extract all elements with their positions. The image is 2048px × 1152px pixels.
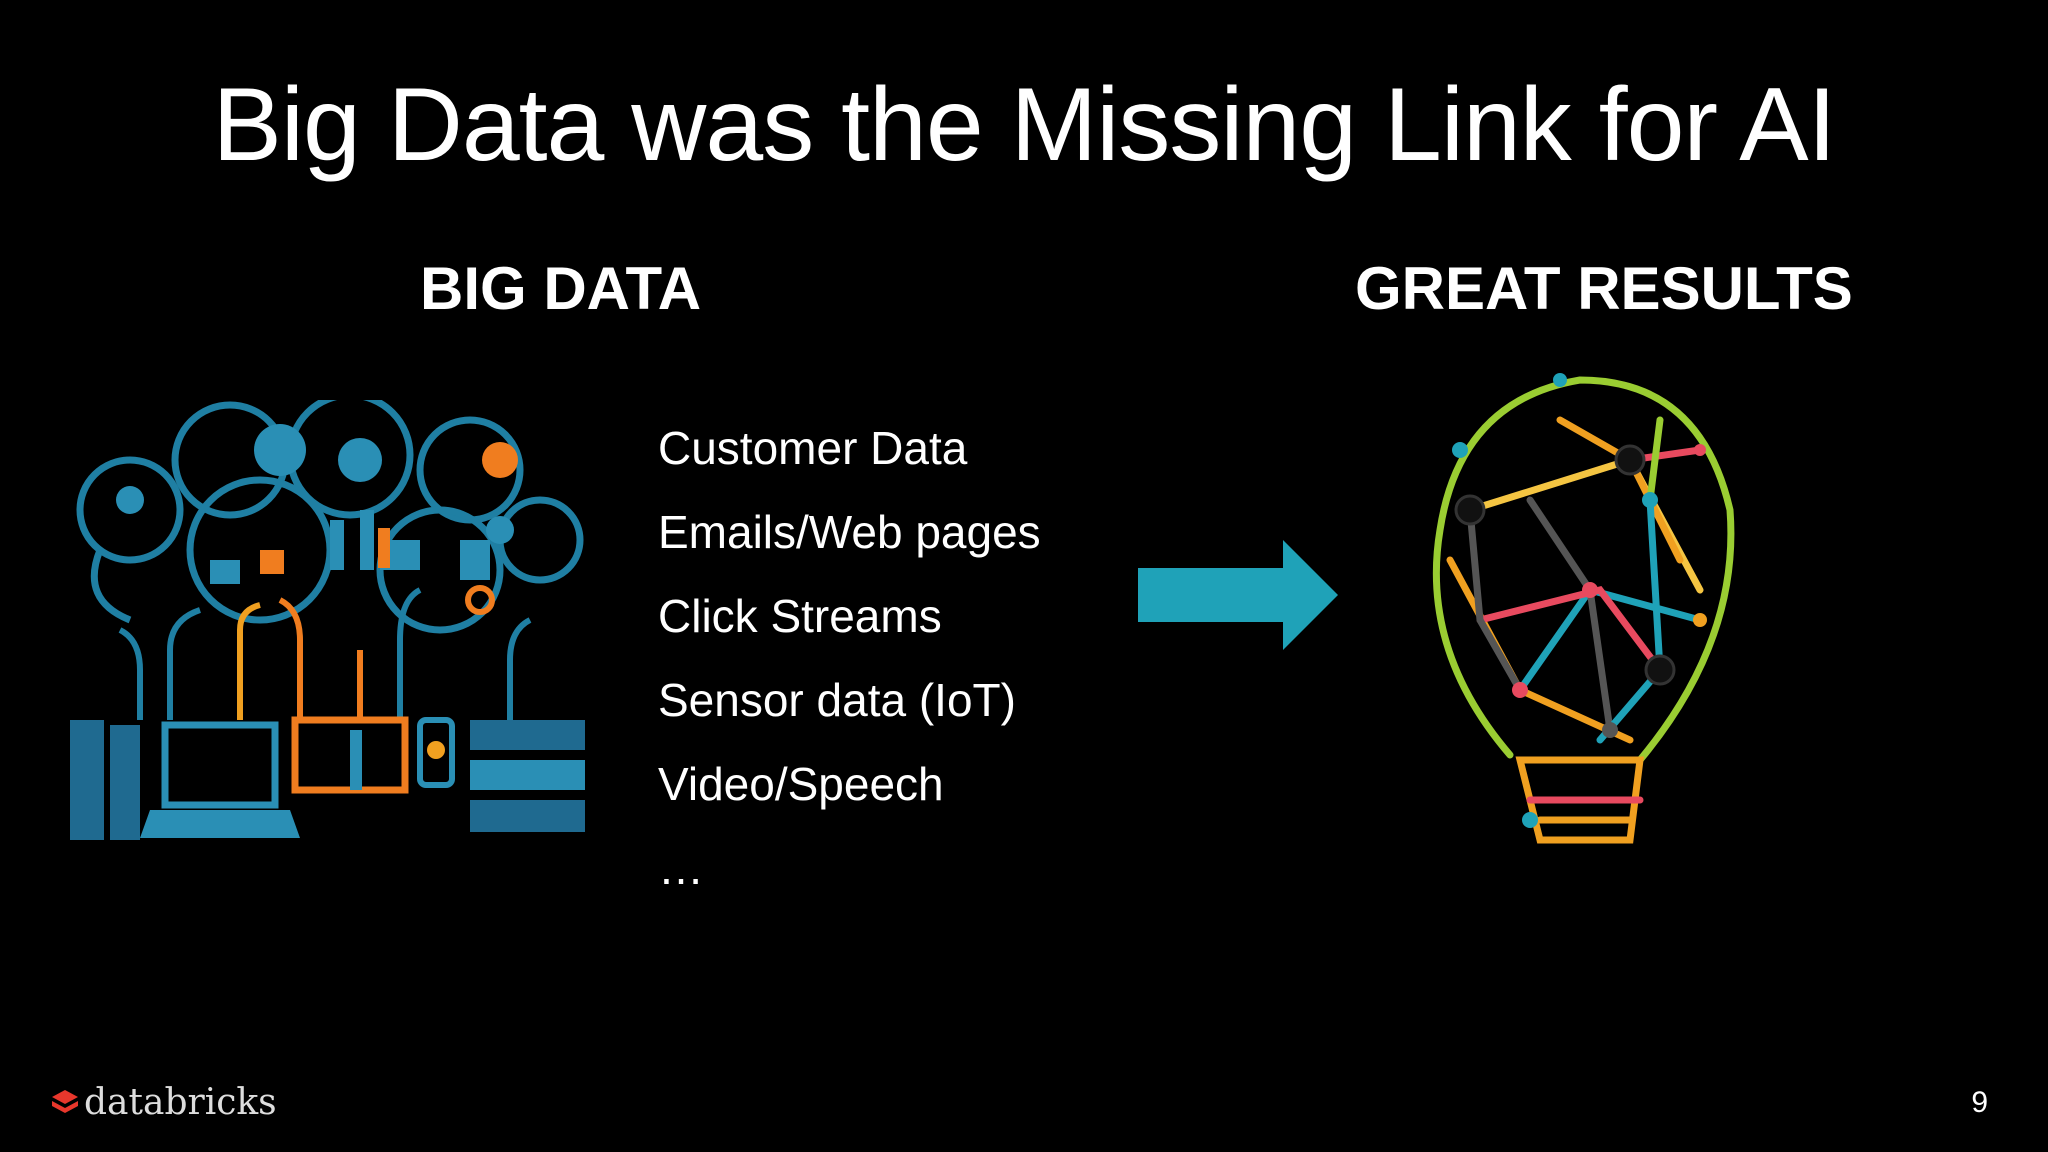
list-item: … xyxy=(658,842,704,894)
databricks-logo-text: databricks xyxy=(84,1082,277,1123)
list-item: Click Streams xyxy=(658,590,942,642)
great-results-heading: GREAT RESULTS xyxy=(1355,255,1853,322)
page-number: 9 xyxy=(1971,1086,1988,1119)
big-data-illustration xyxy=(70,400,585,840)
list-item: Sensor data (IoT) xyxy=(658,674,1016,726)
lightbulb-network-icon xyxy=(1432,373,1735,844)
big-data-heading: BIG DATA xyxy=(420,255,702,322)
databricks-logo-icon xyxy=(52,1089,78,1113)
databricks-logo: databricks xyxy=(50,1082,277,1123)
right-arrow-icon xyxy=(1138,540,1338,650)
list-item: Emails/Web pages xyxy=(658,506,1041,558)
list-item: Video/Speech xyxy=(658,758,944,810)
list-item: Customer Data xyxy=(658,422,968,474)
slide-title: Big Data was the Missing Link for AI xyxy=(212,67,1837,183)
data-sources-list: Customer Data Emails/Web pages Click Str… xyxy=(658,418,1041,922)
